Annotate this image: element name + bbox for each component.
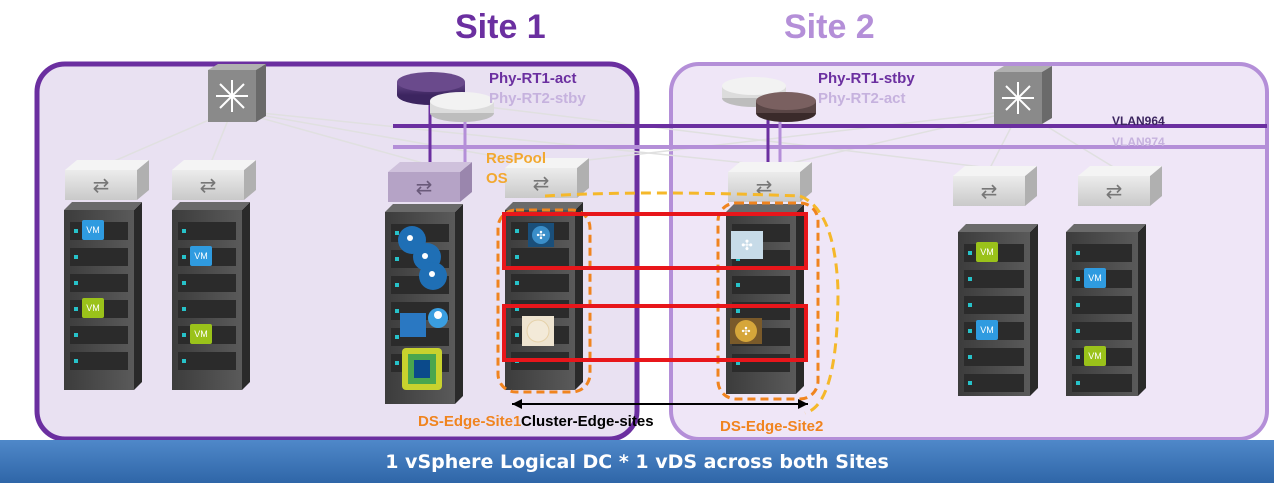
svg-text:⇄: ⇄ (416, 175, 433, 199)
vlan964-label: VLAN964 (1112, 114, 1165, 128)
vm-label: VM (194, 329, 208, 339)
vcenter-icon (402, 348, 442, 390)
vm-icon: VM (976, 242, 998, 262)
vm-icon: VM (1084, 268, 1106, 288)
svg-text:⇄: ⇄ (981, 179, 998, 203)
edge-site2-boundary (716, 201, 820, 401)
vm-label: VM (86, 225, 100, 235)
edge-node-highlight (502, 212, 808, 270)
site2-title: Site 2 (784, 8, 875, 46)
vlan974-label: VLAN974 (1112, 135, 1165, 149)
respool-label: ResPool (486, 150, 547, 167)
router-icon (756, 92, 816, 122)
edge-router-icon: ✣ (528, 223, 554, 247)
server-rack-icon (64, 202, 142, 390)
respool-label-2: OS (486, 170, 508, 187)
edge-node-highlight (502, 304, 808, 362)
vm-label: VM (194, 251, 208, 261)
vm-icon: VM (82, 220, 104, 240)
router-label-rt2-act: Phy-RT2-act (818, 90, 906, 107)
svg-text:⇄: ⇄ (93, 173, 110, 197)
logical-dc-banner: 1 vSphere Logical DC * 1 vDS across both… (0, 440, 1274, 483)
svg-text:✣: ✣ (741, 325, 750, 338)
svg-text:⇄: ⇄ (533, 171, 550, 195)
vm-label: VM (980, 325, 994, 335)
network-icon (398, 226, 447, 290)
vm-label: VM (1088, 273, 1102, 283)
edge-router-icon: ✣ (730, 318, 762, 344)
svg-text:✣: ✣ (536, 229, 545, 242)
site1-title: Site 1 (455, 8, 546, 46)
edge-site1-boundary (496, 208, 592, 394)
access-switch-icon: ⇄ (388, 162, 472, 202)
vm-icon: VM (190, 324, 212, 344)
svg-text:⇄: ⇄ (756, 175, 773, 199)
vm-icon: VM (976, 320, 998, 340)
access-switch-icon: ⇄ (65, 160, 149, 200)
svg-text:✣: ✣ (741, 238, 753, 254)
vm-label: VM (980, 247, 994, 257)
svg-text:⇄: ⇄ (1106, 179, 1123, 203)
access-switch-icon: ⇄ (172, 160, 256, 200)
server-rack-icon (172, 202, 250, 390)
core-switch-icon (994, 66, 1052, 124)
router-label-rt1-act: Phy-RT1-act (489, 70, 577, 87)
edge-router-icon (522, 316, 554, 346)
core-switch-icon (208, 64, 266, 122)
vm-label: VM (86, 303, 100, 313)
access-switch-icon: ⇄ (505, 158, 589, 198)
router-label-rt2-stby: Phy-RT2-stby (489, 90, 586, 107)
edge-router-icon: ✣ (731, 231, 763, 259)
user-icon (400, 308, 448, 337)
access-switch-icon: ⇄ (953, 166, 1037, 206)
vm-label: VM (1088, 351, 1102, 361)
respool-boundary (544, 191, 801, 198)
server-rack-icon (1066, 224, 1146, 396)
vm-icon: VM (190, 246, 212, 266)
svg-text:⇄: ⇄ (200, 173, 217, 197)
router-icon (430, 92, 494, 122)
cluster-label: Cluster-Edge-sites (521, 413, 654, 430)
access-switch-icon: ⇄ (1078, 166, 1162, 206)
router-label-rt1-stby: Phy-RT1-stby (818, 70, 915, 87)
vm-icon: VM (1084, 346, 1106, 366)
access-switch-icon: ⇄ (728, 162, 812, 202)
edge-site1-label: DS-Edge-Site1 (418, 413, 522, 430)
edge-site2-label: DS-Edge-Site2 (720, 418, 824, 435)
vm-icon: VM (82, 298, 104, 318)
